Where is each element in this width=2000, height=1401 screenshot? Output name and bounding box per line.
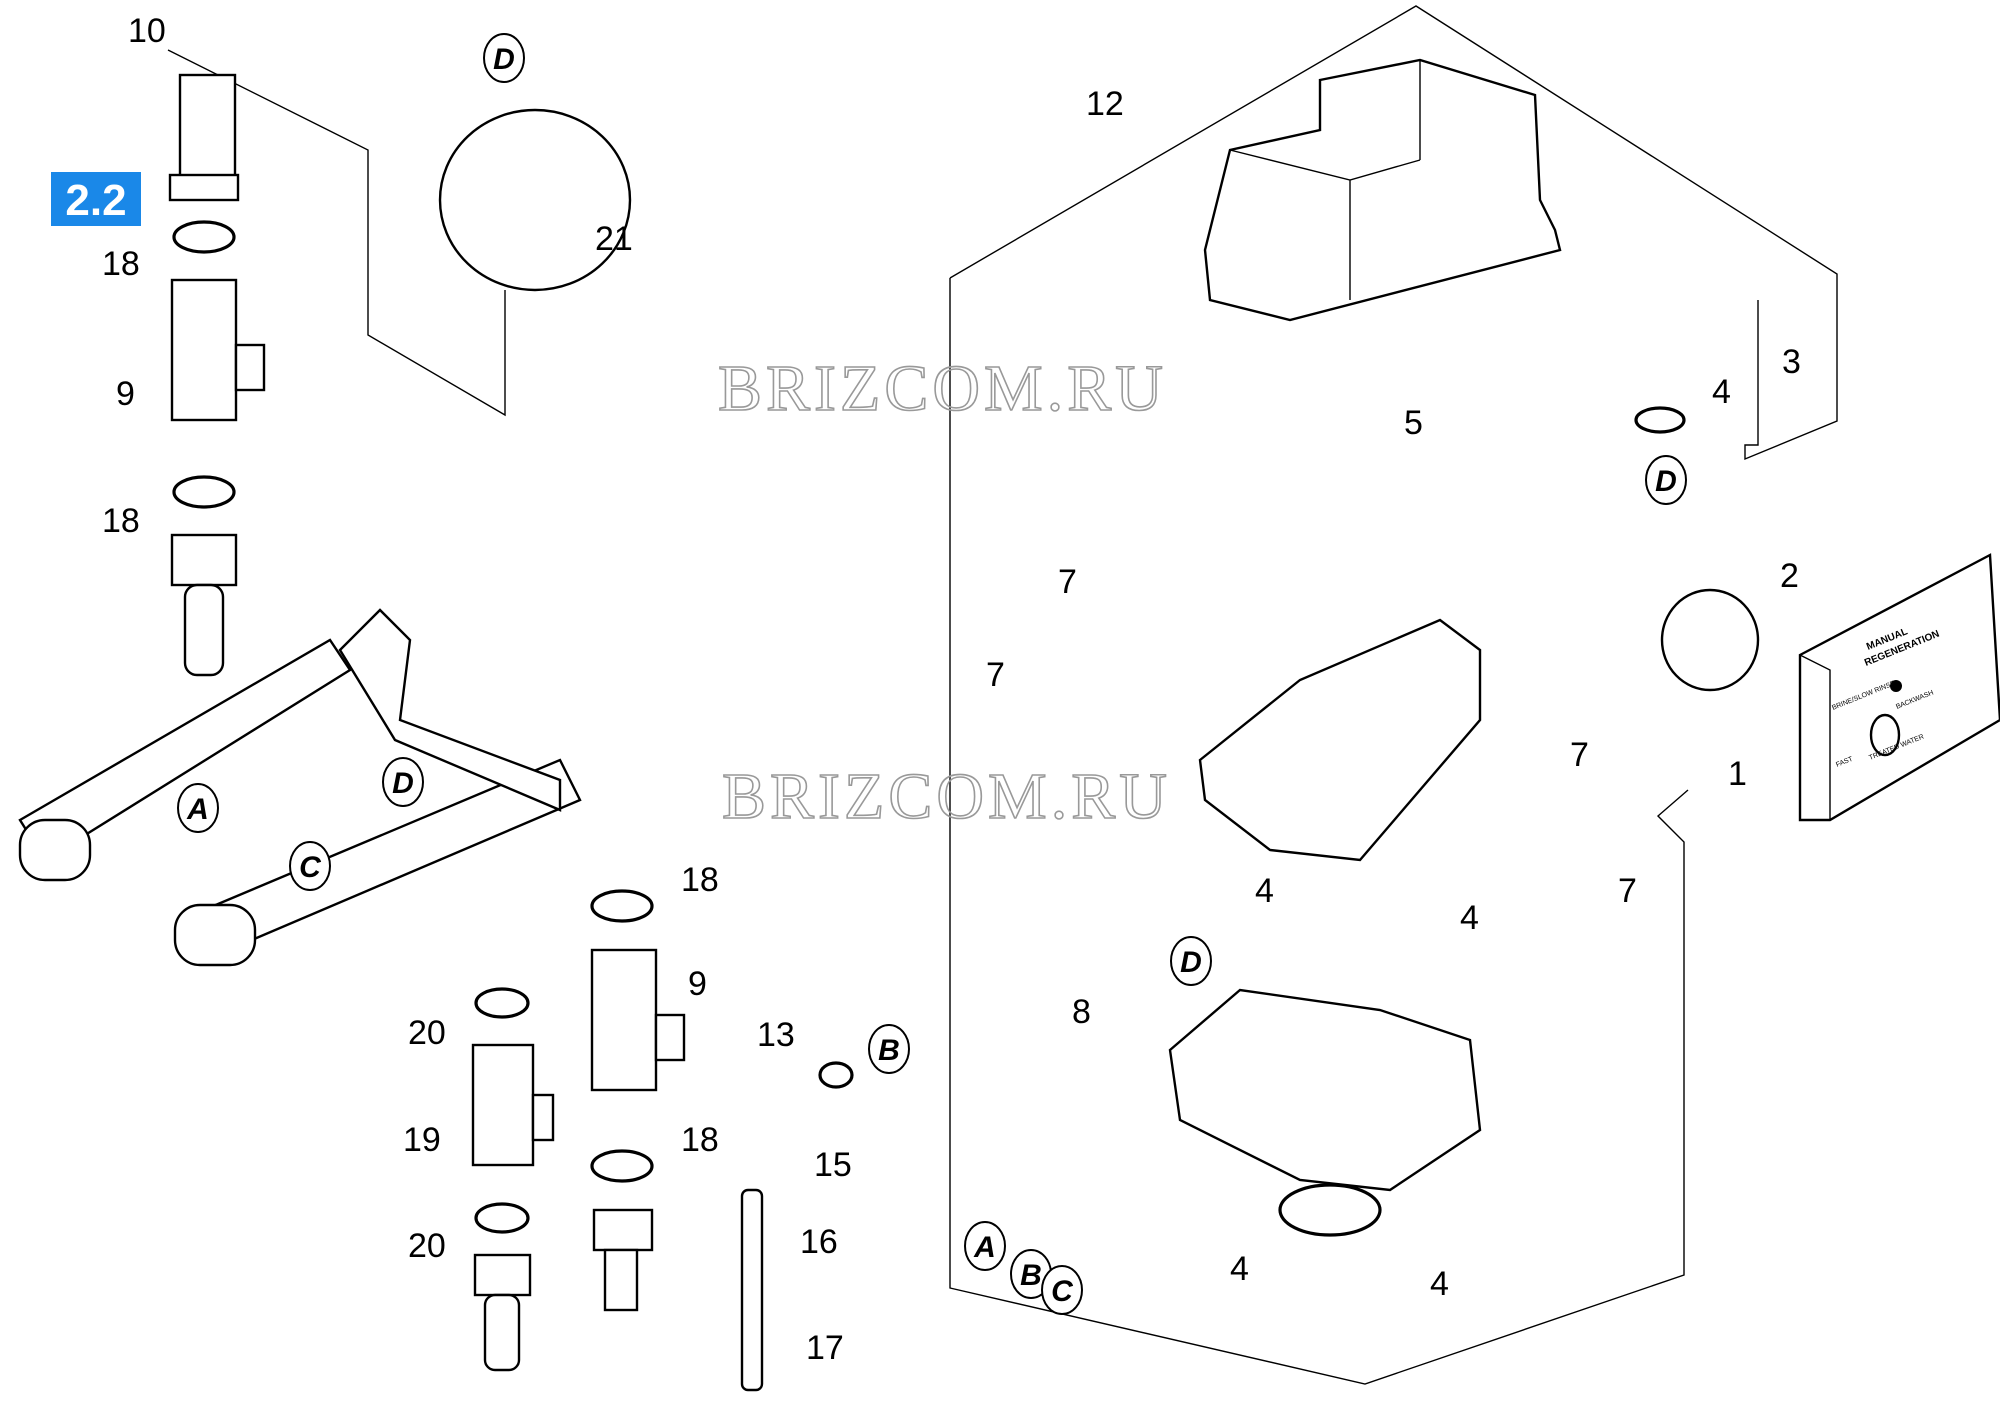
valve-assembly-right [471,948,764,1392]
letter-marker-circle [382,757,424,807]
letter-marker: D [392,767,414,800]
callout-number: 2 [1780,557,1799,595]
callout-number: 8 [1072,993,1091,1031]
callout-number: 4 [1430,1265,1449,1303]
motor-part [1660,588,1760,692]
letter-marker: B [878,1034,900,1067]
letter-marker: D [493,43,515,76]
callout-number: 18 [102,502,140,540]
callout-number: 20 [408,1227,446,1265]
letter-marker-circle [1170,936,1212,986]
base-part [1168,988,1482,1192]
letter-marker: D [1655,465,1677,498]
group-d-outline [167,49,506,417]
callout-number: 13 [757,1016,795,1054]
letter-marker-circle [1041,1265,1083,1315]
o-rings [172,220,1686,1237]
control-panel-part: MANUAL REGENERATION BRINE/SLOW RINSE BAC… [1798,553,2000,822]
callout-number: 4 [1255,872,1274,910]
callout-number: 18 [681,1121,719,1159]
callout-number: 5 [1404,404,1423,442]
callout-number: 4 [1460,899,1479,937]
callout-number: 9 [688,965,707,1003]
callout-number: 4 [1712,373,1731,411]
group-12-outline [949,5,1838,461]
letter-marker-circle [868,1024,910,1074]
letter-marker-circle [289,841,331,891]
callout-number: 7 [1618,872,1637,910]
callout-number: 18 [102,245,140,283]
highlight-label: 2.2 [65,176,126,225]
gauge-21-part [438,108,632,292]
valve-body-part [1198,618,1482,862]
callout-number: 10 [128,12,166,50]
letter-marker: C [299,851,322,884]
callout-number: 16 [800,1223,838,1261]
callout-number: 17 [806,1329,844,1367]
regeneration-knob [1869,713,1901,757]
letter-marker: D [1180,946,1202,979]
letter-marker: A [186,793,209,826]
letter-marker-circle [177,783,219,833]
callout-number: 21 [595,220,633,258]
callout-number: 7 [1058,563,1077,601]
watermark: BRIZCOM.RU [722,760,1171,833]
callout-number: 4 [1230,1250,1249,1288]
callout-number: 7 [986,656,1005,694]
bypass-pipes [18,608,582,967]
callout-number: 18 [681,861,719,899]
callout-number: 19 [403,1121,441,1159]
letter-marker: C [1051,1275,1074,1308]
valve-assembly-9-top [168,73,266,677]
group-12-outline-lower [949,278,1689,1385]
watermark: BRIZCOM.RU [718,352,1167,425]
callout-number: 12 [1086,85,1124,123]
letter-marker-circle [483,33,525,83]
highlight-label-box [51,172,141,226]
callout-number: 20 [408,1014,446,1052]
callout-number: 15 [814,1146,852,1184]
letter-marker: A [973,1231,996,1264]
letter-marker: B [1020,1259,1042,1292]
callout-number: 7 [1570,736,1589,774]
letter-marker-circle [964,1221,1006,1271]
callout-number: 3 [1782,343,1801,381]
cover-part [1203,58,1562,322]
callout-number: 9 [116,375,135,413]
letter-marker-circle [1645,455,1687,505]
callout-number: 1 [1728,755,1747,793]
